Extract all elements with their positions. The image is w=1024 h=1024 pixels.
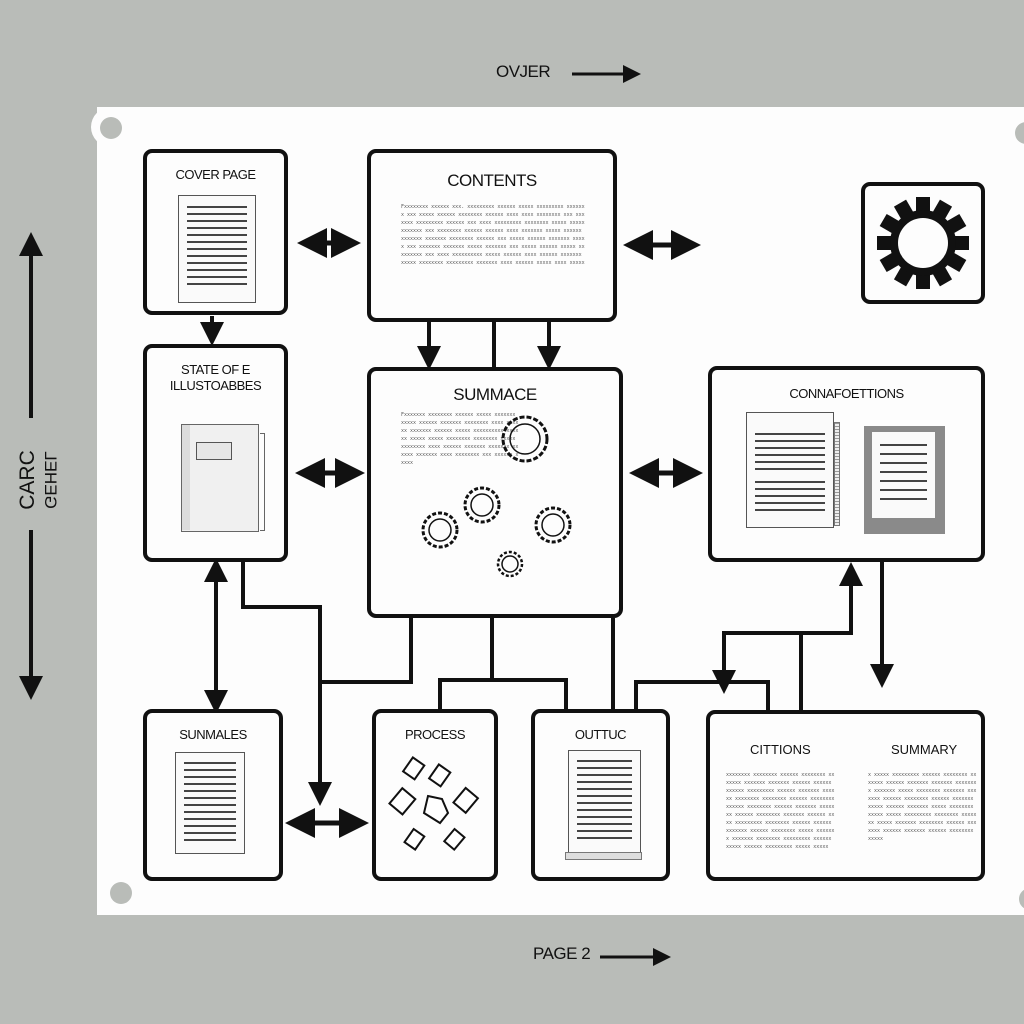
state-box[interactable]: STATE OF E ILLUSTOABBES [143,344,288,562]
state-title-line1: STATE OF E [181,362,250,377]
connections-title: CONNAFOETTIONS [789,386,904,401]
contents-title: CONTENTS [447,171,537,190]
gear-icon [877,197,969,289]
over-label: OVJER [496,62,551,81]
punch-hole [1015,122,1024,144]
gear-icon [421,511,459,549]
summary-left-connector [320,618,413,684]
document-icon [864,426,945,534]
cover-page-title: COVER PAGE [175,167,256,182]
contents-text: Fxxxxxxxx xxxxxx xxx. xxxxxxxxx xxxxxx x… [401,204,585,266]
settings-box[interactable] [861,182,985,304]
document-stand [565,852,642,860]
side-label: CARC GEHEL [16,440,76,520]
state-title: STATE OF E ILLUSTOABBES [147,362,284,394]
gear-icon [534,506,572,544]
summales-box[interactable]: SUNMALES [143,709,283,881]
document-icon [178,195,256,303]
page-label[interactable]: PAGE 2 [533,944,591,963]
process-box[interactable]: PROCESS [372,709,498,881]
contents-box[interactable]: CONTENTS Fxxxxxxxx xxxxxx xxx. xxxxxxxxx… [367,149,617,322]
gears-cluster [421,415,572,578]
output-box[interactable]: OUTTUC [531,709,670,881]
binder-icon [181,424,265,532]
summary-title: SUMMARY [891,742,958,757]
punch-hole [1019,888,1024,910]
gear-icon [496,550,524,578]
cover-page-box[interactable]: COVER PAGE [143,149,288,315]
summary-main-title: SUMMACE [453,385,537,404]
process-title: PROCESS [404,727,466,742]
document-icon [746,412,834,528]
scattered-pieces [388,756,480,852]
output-citations-bracket [634,680,770,710]
citations-title: CITTIONS [750,742,811,757]
output-title: OUTTUC [574,727,627,742]
state-title-line2: ILLUSTOABBES [169,378,262,393]
connections-box[interactable]: CONNAFOETTIONS [708,366,985,562]
citations-box[interactable]: CITTIONS SUMMARY xxxxxxxx xxxxxxxx xxxxx… [706,710,985,881]
summales-title: SUNMALES [179,727,247,742]
gear-icon [501,415,549,463]
document-icon [175,752,245,854]
summary-text: x xxxxx xxxxxxxxx xxxxxx xxxxxxxx xxxxxx… [868,772,977,842]
citations-conn-connector [722,562,863,690]
document-spine [834,422,840,526]
side-label-line1: CARC [16,450,39,510]
document-icon [568,750,641,854]
process-output-bracket [438,678,568,710]
gear-icon [463,486,501,524]
punch-hole [110,882,132,904]
summary-main-box[interactable]: SUMMACE Fxxxxxxx xxxxxxxx xxxxxx xxxxx x… [367,367,623,618]
punch-hole [100,117,122,139]
state-process-connector [241,560,332,806]
summary-main-text: Fxxxxxxx xxxxxxxx xxxxxx xxxxx xxxxxxx x… [401,412,519,466]
citations-text: xxxxxxxx xxxxxxxx xxxxxx xxxxxxxx xxxxxx… [726,772,835,850]
side-label-line2: GEHEL [41,451,60,509]
